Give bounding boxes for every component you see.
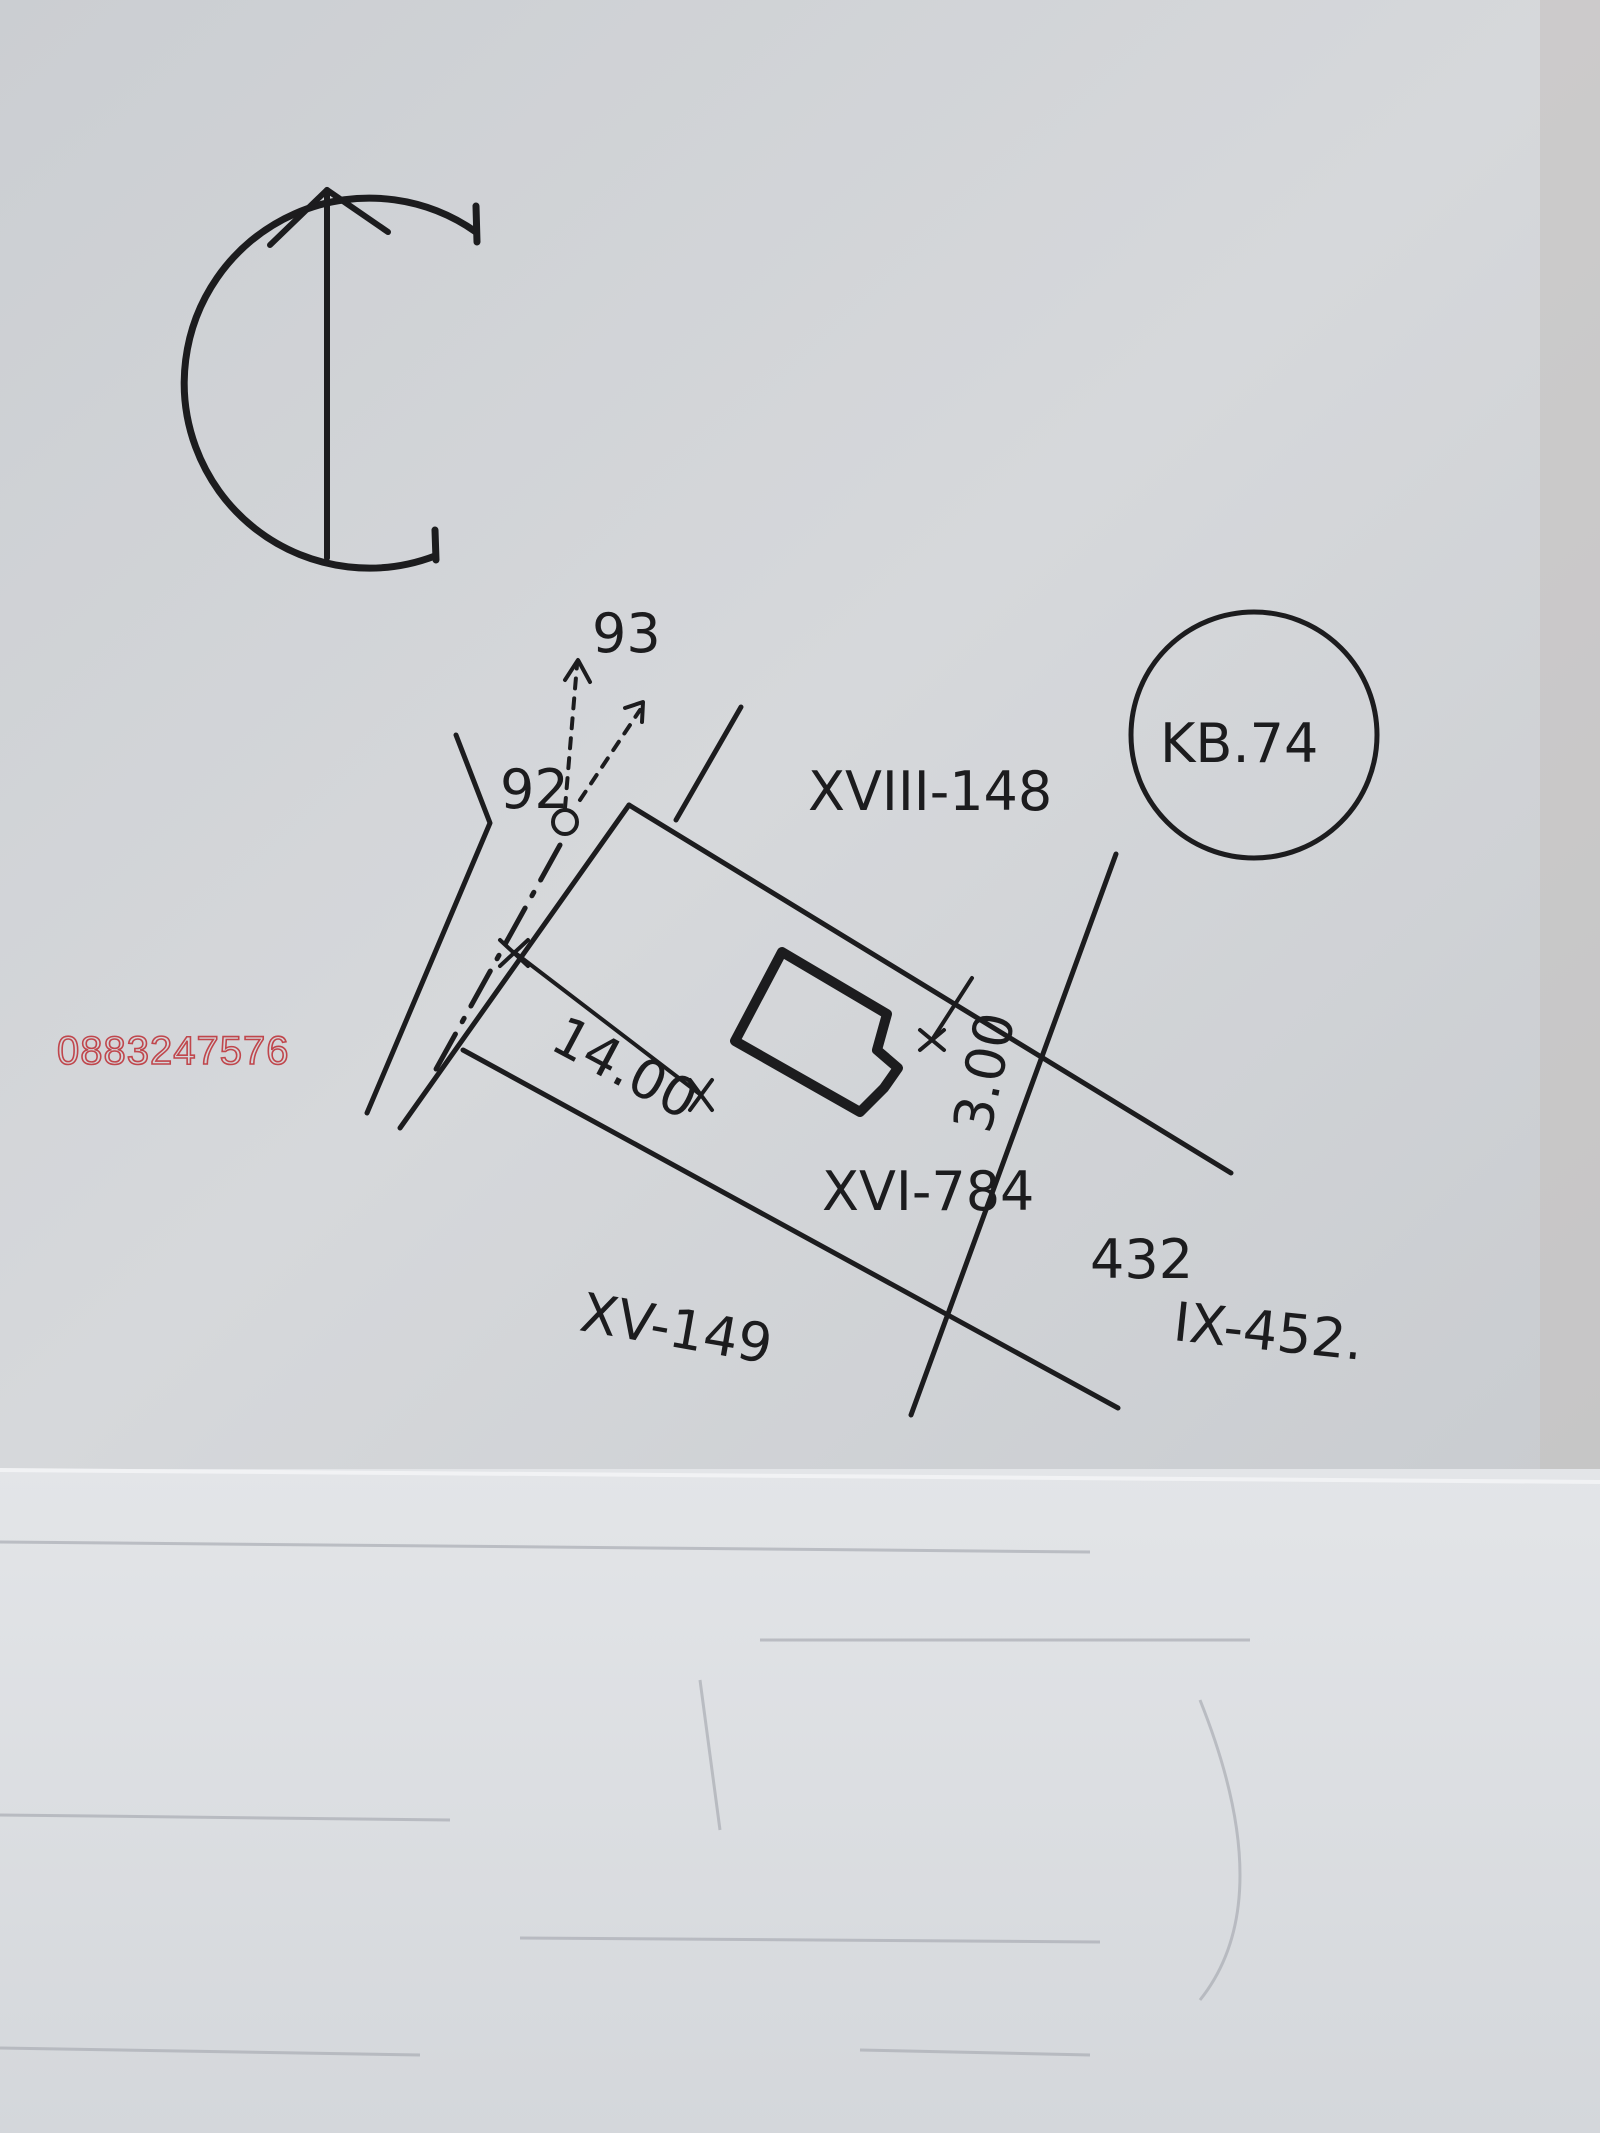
road-edge bbox=[364, 732, 493, 1116]
phone-watermark: 0883247576 bbox=[57, 1029, 289, 1073]
road-centerline bbox=[427, 842, 563, 1083]
parcel-north-label: XVIII-148 bbox=[808, 760, 1052, 823]
bleed-through-marks bbox=[0, 1540, 1250, 2057]
point-93-label: 93 bbox=[592, 602, 661, 665]
district-label: KB.74 bbox=[1160, 712, 1318, 775]
paper-sheet bbox=[0, 0, 1600, 1469]
lower-folded-sheet bbox=[0, 1469, 1600, 2133]
building-outline bbox=[730, 947, 903, 1117]
west-boundary bbox=[397, 802, 632, 1131]
point-92-label: 92 bbox=[500, 758, 569, 821]
north-boundary bbox=[626, 802, 1234, 1176]
parcel-boundaries bbox=[364, 704, 1234, 1418]
fold-line bbox=[0, 1468, 1600, 1484]
north-arrow-icon bbox=[180, 187, 481, 572]
north-cross-line bbox=[673, 704, 744, 823]
district-circle bbox=[1128, 609, 1380, 861]
survey-points: 92 93 bbox=[500, 602, 661, 836]
right-paper-edge bbox=[1540, 0, 1600, 1480]
parcel-subject-label: XVI-784 bbox=[822, 1160, 1034, 1223]
parcel-east-boundary-label: 432 bbox=[1090, 1228, 1193, 1291]
east-boundary bbox=[908, 851, 1119, 1418]
south-boundary bbox=[460, 1047, 1121, 1411]
